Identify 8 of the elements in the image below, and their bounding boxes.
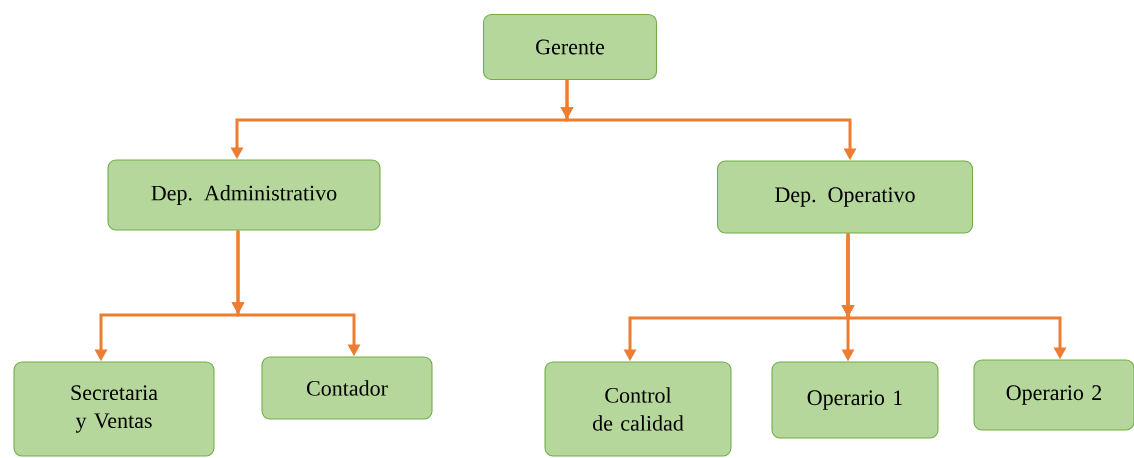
org-box: Control de calidad <box>544 361 732 457</box>
org-box: Operario 1 <box>771 361 939 439</box>
org-box: Gerente <box>482 13 658 81</box>
org-box: Dep. Administrativo <box>107 159 381 231</box>
org-box: Secretaria y Ventas <box>13 361 215 457</box>
org-box: Dep. Operativo <box>716 160 974 234</box>
org-box: Operario 2 <box>973 359 1134 431</box>
org-box: Contador <box>261 356 433 420</box>
